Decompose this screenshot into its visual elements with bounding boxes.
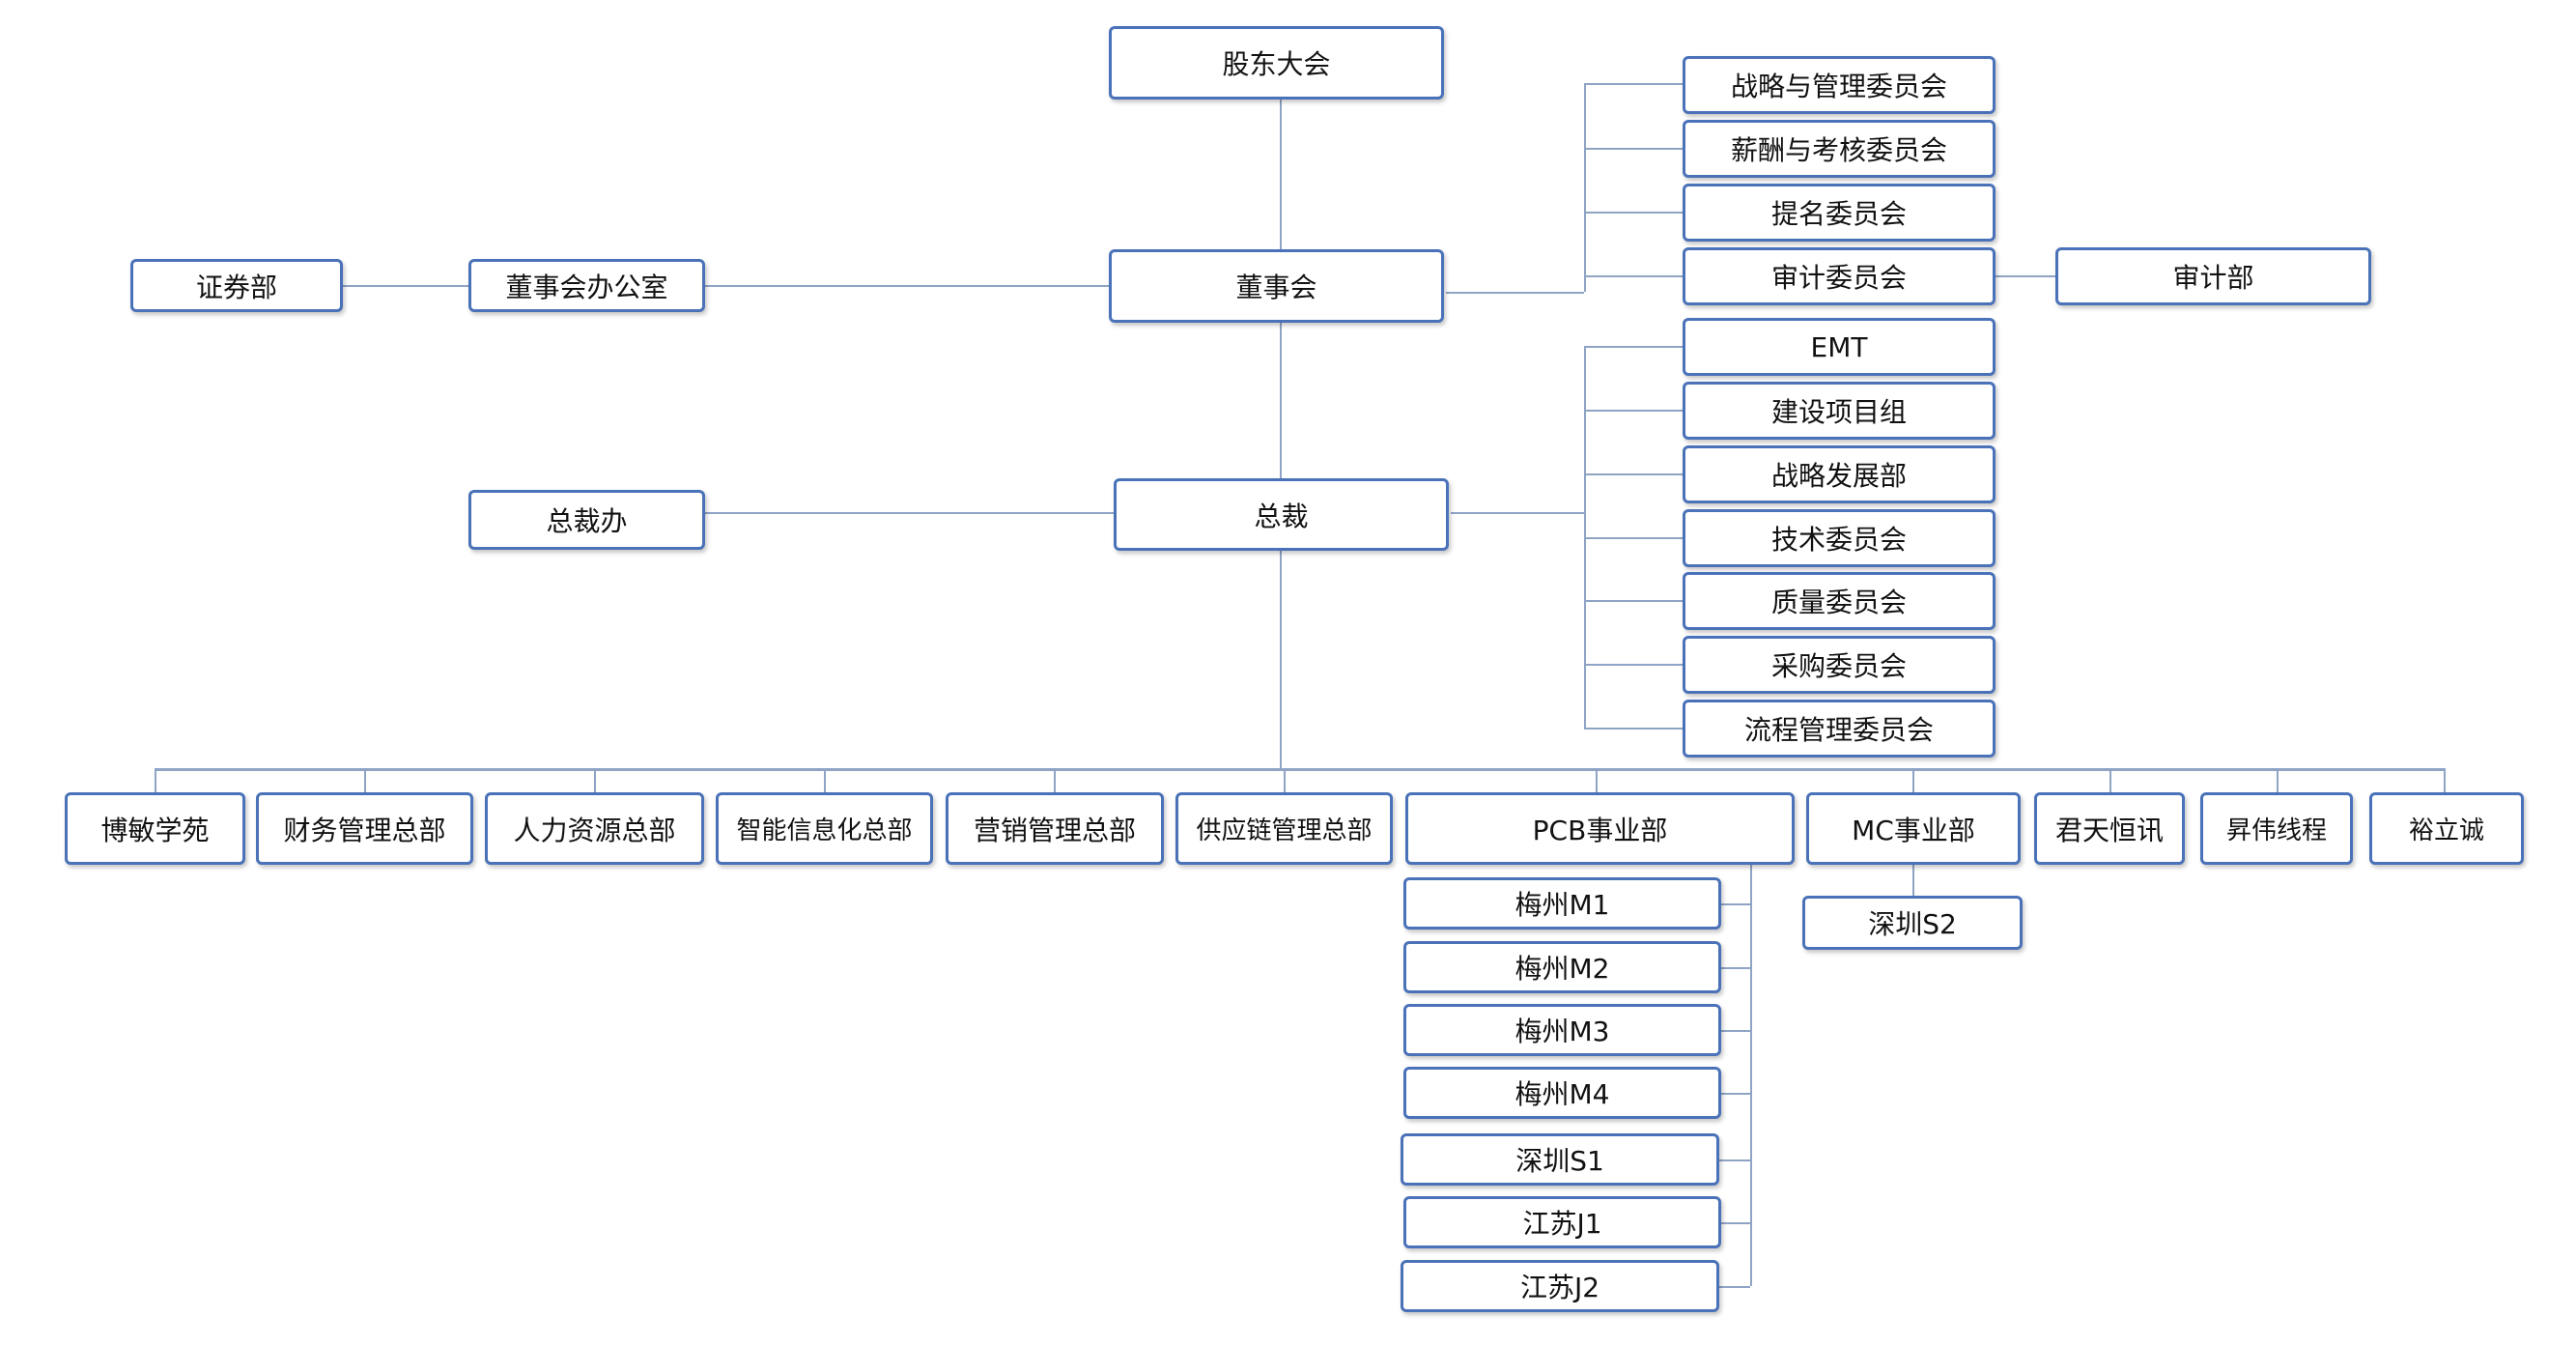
department-box: 昇伟线程: [2200, 792, 2353, 865]
audit-dept-box: 审计部: [2055, 247, 2371, 305]
connector: [1721, 1222, 1750, 1224]
connector: [1719, 1159, 1750, 1161]
connector: [1721, 1030, 1750, 1032]
connector: [1721, 1093, 1750, 1095]
department-box: 供应链管理总部: [1175, 792, 1393, 865]
pcb-unit-box: 梅州M1: [1403, 877, 1721, 930]
president-committee-box: 技术委员会: [1683, 509, 1996, 567]
department-box: PCB事业部: [1405, 792, 1795, 865]
mc-unit-box: 深圳S2: [1802, 896, 2023, 950]
connector: [2277, 768, 2279, 792]
department-box: 裕立诚: [2369, 792, 2524, 865]
connector: [1280, 549, 1282, 768]
president-committee-box: 建设项目组: [1683, 382, 1996, 440]
connector: [705, 285, 1111, 287]
department-box: 智能信息化总部: [716, 792, 933, 865]
connector: [1584, 212, 1683, 214]
connector: [1054, 768, 1056, 792]
connector: [1912, 768, 1914, 792]
connector: [1584, 83, 1683, 85]
connector: [1280, 98, 1282, 249]
connector: [1750, 860, 1752, 1286]
board-committee-box: 薪酬与考核委员会: [1683, 120, 1996, 178]
connector: [1584, 728, 1683, 730]
president-box: 总裁: [1114, 478, 1449, 551]
pcb-unit-box: 梅州M3: [1403, 1004, 1721, 1056]
connector: [1446, 292, 1584, 294]
connector: [1584, 83, 1586, 292]
pcb-unit-box: 梅州M2: [1403, 941, 1721, 993]
board-committee-box: 提名委员会: [1683, 184, 1996, 242]
president-committee-box: 质量委员会: [1683, 572, 1996, 630]
pcb-unit-box: 梅州M4: [1403, 1067, 1721, 1119]
connector: [1719, 1286, 1750, 1288]
connector: [1584, 275, 1683, 277]
board-committee-box: 审计委员会: [1683, 247, 1996, 305]
connector: [1584, 473, 1683, 475]
connector: [2444, 768, 2446, 792]
president-committee-box: 采购委员会: [1683, 636, 1996, 694]
connector: [1996, 275, 2055, 277]
department-box: 君天恒讯: [2034, 792, 2185, 865]
connector: [1596, 768, 1598, 792]
pcb-unit-box: 深圳S1: [1401, 1133, 1719, 1186]
connector: [1451, 512, 1584, 514]
department-box: MC事业部: [1806, 792, 2021, 865]
department-box: 博敏学苑: [65, 792, 245, 865]
connector: [824, 768, 826, 792]
department-box: 营销管理总部: [946, 792, 1164, 865]
president-committee-box: EMT: [1683, 318, 1996, 376]
connector: [1584, 664, 1683, 666]
connector: [1280, 322, 1282, 478]
connector: [2109, 768, 2111, 792]
connector: [1721, 967, 1750, 969]
board-office-box: 董事会办公室: [468, 259, 705, 312]
president-committee-box: 流程管理委员会: [1683, 700, 1996, 758]
connector: [705, 512, 1116, 514]
president-committee-box: 战略发展部: [1683, 445, 1996, 503]
securities-box: 证券部: [130, 259, 343, 312]
connector: [155, 768, 156, 792]
shareholders-box: 股东大会: [1109, 26, 1444, 100]
connector: [1584, 148, 1683, 150]
board-committee-box: 战略与管理委员会: [1683, 56, 1996, 114]
department-box: 人力资源总部: [485, 792, 704, 865]
connector: [1284, 768, 1286, 792]
connector: [1912, 863, 1914, 896]
connector: [1584, 346, 1683, 348]
president-office-box: 总裁办: [468, 490, 705, 550]
pcb-unit-box: 江苏J1: [1403, 1196, 1721, 1248]
department-box: 财务管理总部: [256, 792, 473, 865]
connector: [1584, 346, 1586, 728]
pcb-unit-box: 江苏J2: [1401, 1260, 1719, 1312]
connector: [1721, 903, 1750, 905]
connector: [1584, 537, 1683, 539]
board-box: 董事会: [1109, 249, 1444, 323]
connector: [155, 768, 2444, 771]
connector: [343, 285, 468, 287]
connector: [594, 768, 596, 792]
connector: [364, 768, 366, 792]
connector: [1584, 410, 1683, 412]
connector: [1584, 600, 1683, 602]
